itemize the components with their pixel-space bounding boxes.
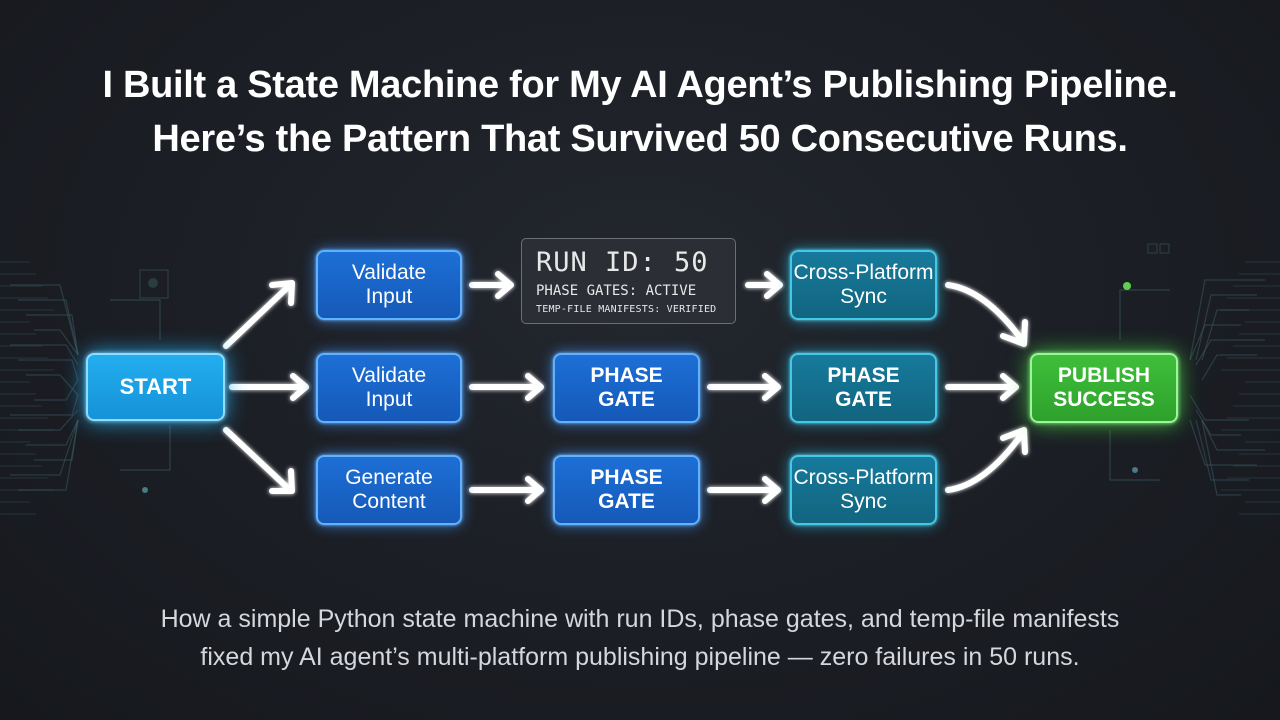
- arrow-start-to-bottom-generate: [223, 427, 293, 493]
- circuit-trace-right: [1201, 419, 1241, 496]
- circuit-dot-left: [142, 487, 148, 493]
- publish-line-2: SUCCESS: [1053, 388, 1155, 411]
- page-title: I Built a State Machine for My AI Agent’…: [0, 58, 1280, 166]
- start-label: START: [119, 374, 192, 399]
- circuit-chip-left: [139, 269, 169, 299]
- arrowhead-mid-2: [762, 373, 781, 401]
- title-line-1: I Built a State Machine for My AI Agent’…: [102, 64, 1178, 106]
- circuit-trace-right-upper: [1119, 289, 1170, 340]
- circuit-trace-right: [1189, 419, 1257, 466]
- top-validate-input-node: Validate Input: [316, 250, 462, 320]
- circuit-trace-left: [34, 329, 79, 356]
- arrowhead-mid-3: [1000, 373, 1019, 401]
- circuit-trace-left-lower: [120, 425, 171, 471]
- publish-success-node: PUBLISH SUCCESS: [1030, 353, 1178, 423]
- bottom-cross-platform-sync-node: Cross-Platform Sync: [790, 455, 937, 525]
- bottom-gate-line-2: GATE: [598, 490, 655, 513]
- arrow-start-to-top-validate: [223, 282, 293, 349]
- middle-validate-line-2: Input: [365, 388, 413, 411]
- middle-validate-input-node: Validate Input: [316, 353, 462, 423]
- top-cross-platform-sync-node: Cross-Platform Sync: [790, 250, 937, 320]
- title-line-2: Here’s the Pattern That Survived 50 Cons…: [152, 118, 1128, 160]
- circuit-trace-right: [1201, 309, 1249, 361]
- middle-phase-gate-node-1: PHASE GATE: [553, 353, 700, 423]
- circuit-trace-right: [1195, 409, 1241, 436]
- circuit-trace-left: [26, 419, 79, 446]
- circuit-trace-left: [34, 379, 79, 401]
- circuit-trace-left: [18, 299, 79, 356]
- circuit-trace-left: [18, 359, 79, 381]
- arrowhead-start-to-middle: [290, 373, 309, 401]
- arrowhead-mid-1: [525, 373, 544, 401]
- circuit-trace-left: [26, 374, 79, 396]
- top-validate-line-1: Validate: [351, 261, 427, 284]
- subtitle-line-2: fixed my AI agent’s multi-platform publi…: [200, 643, 1080, 671]
- middle-phase-gate-node-2: PHASE GATE: [790, 353, 937, 423]
- circuit-trace-right: [1195, 419, 1249, 481]
- subtitle-line-1: How a simple Python state machine with r…: [160, 605, 1120, 633]
- bottom-generate-line-2: Content: [352, 490, 426, 513]
- circuit-dot-right: [1132, 467, 1138, 473]
- top-validate-line-2: Input: [365, 285, 413, 308]
- circuit-trace-right: [1201, 354, 1257, 381]
- circuit-trace-right: [1201, 419, 1265, 451]
- circuit-trace-right: [1195, 339, 1265, 366]
- middle-gate2-line-2: GATE: [835, 388, 892, 411]
- circuit-trace-left: [10, 344, 79, 366]
- circuit-trace-left: [10, 284, 79, 356]
- circuit-trace-right: [1189, 394, 1249, 421]
- arrowhead-bot-1: [525, 476, 544, 504]
- arrowhead-top-2: [764, 271, 783, 299]
- middle-gate1-line-2: GATE: [598, 388, 655, 411]
- circuit-chip-right-1: [1147, 243, 1158, 254]
- arrowhead-top-1: [495, 271, 514, 299]
- bottom-generate-line-1: Generate: [345, 466, 433, 489]
- circuit-led-right: [1123, 282, 1131, 290]
- middle-gate2-line-1: PHASE: [827, 364, 900, 387]
- circuit-trace-left: [18, 419, 79, 491]
- circuit-chip-right-2: [1159, 243, 1170, 254]
- phase-gates-status: PHASE GATES: ACTIVE: [536, 283, 697, 299]
- top-sync-line-1: Cross-Platform: [793, 261, 934, 284]
- manifest-status: TEMP-FILE MANIFESTS: VERIFIED: [536, 304, 717, 315]
- start-node: START: [86, 353, 225, 421]
- run-status-panel: RUN ID: 50 PHASE GATES: ACTIVE TEMP-FILE…: [521, 238, 736, 324]
- arrowhead-bot-2: [762, 476, 781, 504]
- circuit-trace-left: [10, 419, 79, 476]
- arrowhead-start-to-top: [269, 280, 295, 306]
- bottom-sync-line-1: Cross-Platform: [793, 466, 934, 489]
- circuit-trace-right-lower: [1109, 430, 1160, 481]
- circuit-trace-left: [10, 394, 79, 416]
- circuit-trace-right: [1189, 279, 1265, 361]
- circuit-trace-left: [18, 409, 79, 431]
- arrow-bottom-sync-to-publish: [945, 431, 1025, 493]
- circuit-trace-right: [1195, 294, 1257, 361]
- bottom-phase-gate-node: PHASE GATE: [553, 455, 700, 525]
- bottom-generate-content-node: Generate Content: [316, 455, 462, 525]
- circuit-node-left: [148, 278, 158, 288]
- bottom-sync-line-2: Sync: [840, 490, 887, 513]
- circuit-trace-left: [26, 314, 79, 356]
- page-subtitle: How a simple Python state machine with r…: [0, 600, 1280, 676]
- circuit-trace-right: [1189, 324, 1241, 361]
- arrowhead-start-to-bottom: [269, 468, 295, 494]
- middle-validate-line-1: Validate: [351, 364, 427, 387]
- circuit-trace-left-upper: [110, 299, 161, 340]
- arrowhead-top-3: [1000, 319, 1028, 347]
- top-sync-line-2: Sync: [840, 285, 887, 308]
- publish-line-1: PUBLISH: [1057, 364, 1151, 387]
- middle-gate1-line-1: PHASE: [590, 364, 663, 387]
- arrowhead-bot-3: [1000, 427, 1028, 455]
- bottom-gate-line-1: PHASE: [590, 466, 663, 489]
- run-id-text: RUN ID: 50: [536, 247, 709, 278]
- arrow-top-sync-to-publish: [945, 282, 1025, 343]
